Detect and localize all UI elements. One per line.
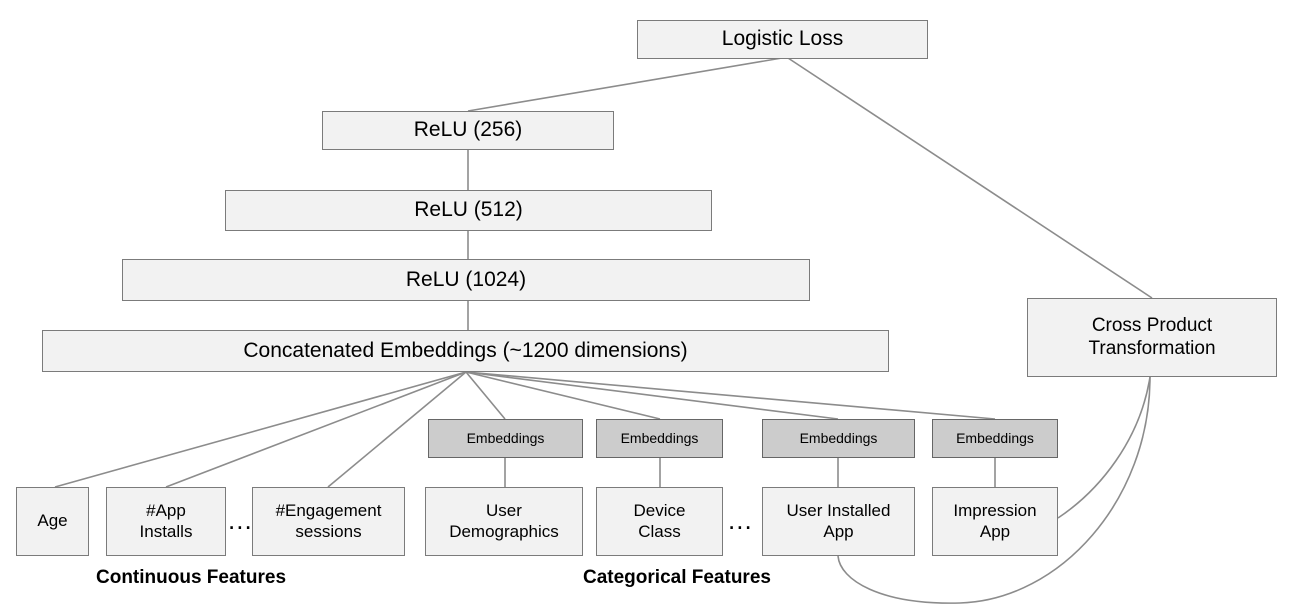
edge-concat-to-appinstalls: [165, 371, 467, 488]
node-feature-user-demographics-label: User Demographics: [449, 501, 559, 541]
node-feature-user-installed-app-label: User Installed App: [786, 501, 891, 541]
ellipsis-continuous: ...: [228, 505, 253, 535]
node-concatenated-embeddings[interactable]: Concatenated Embeddings (~1200 dimension…: [42, 330, 889, 372]
node-feature-app-installs[interactable]: #App Installs: [106, 487, 226, 556]
node-feature-user-demographics[interactable]: User Demographics: [425, 487, 583, 556]
node-feature-age-label: Age: [37, 511, 68, 531]
node-cross-product-transformation-label: Cross Product Transformation: [1088, 315, 1216, 359]
node-feature-impression-app[interactable]: Impression App: [932, 487, 1058, 556]
node-concatenated-embeddings-label: Concatenated Embeddings (~1200 dimension…: [243, 338, 688, 362]
group-label-continuous-features: Continuous Features: [96, 567, 287, 588]
node-embeddings-2[interactable]: Embeddings: [596, 419, 723, 458]
edge-concat-to-embedding-1: [465, 371, 506, 420]
node-feature-device-class[interactable]: Device Class: [596, 487, 723, 556]
node-relu-1024[interactable]: ReLU (1024): [122, 259, 810, 301]
node-feature-impression-app-label: Impression App: [953, 501, 1037, 541]
node-relu-256[interactable]: ReLU (256): [322, 111, 614, 150]
node-feature-engagement-sessions-label: #Engagement sessions: [275, 501, 382, 541]
edge-loss-to-relu256: [467, 57, 783, 112]
ellipsis-categorical: ...: [728, 505, 753, 535]
node-feature-app-installs-label: #App Installs: [139, 501, 193, 541]
node-embeddings-2-label: Embeddings: [620, 430, 699, 447]
edge-concat-to-embedding-3: [465, 371, 839, 420]
node-embeddings-3[interactable]: Embeddings: [762, 419, 915, 458]
group-label-categorical-features: Categorical Features: [583, 567, 771, 588]
edge-concat-to-embedding-4: [465, 371, 996, 420]
node-relu-512[interactable]: ReLU (512): [225, 190, 712, 231]
node-feature-age[interactable]: Age: [16, 487, 89, 556]
edge-concat-to-age: [54, 371, 467, 488]
node-logistic-loss-label: Logistic Loss: [721, 27, 844, 51]
node-embeddings-4[interactable]: Embeddings: [932, 419, 1058, 458]
node-feature-user-installed-app[interactable]: User Installed App: [762, 487, 915, 556]
node-feature-device-class-label: Device Class: [633, 501, 686, 541]
node-embeddings-4-label: Embeddings: [956, 430, 1034, 447]
node-feature-engagement-sessions[interactable]: #Engagement sessions: [252, 487, 405, 556]
edge-crossproduct-to-impressionapp: [1057, 376, 1151, 519]
node-logistic-loss[interactable]: Logistic Loss: [637, 20, 928, 59]
node-embeddings-1[interactable]: Embeddings: [428, 419, 583, 458]
node-relu-1024-label: ReLU (1024): [405, 267, 527, 291]
node-relu-256-label: ReLU (256): [413, 118, 523, 142]
edge-concat-to-embedding-2: [465, 371, 661, 420]
node-embeddings-3-label: Embeddings: [799, 430, 878, 447]
edge-loss-to-crossproduct: [787, 57, 1153, 299]
node-embeddings-1-label: Embeddings: [466, 430, 545, 447]
node-cross-product-transformation[interactable]: Cross Product Transformation: [1027, 298, 1277, 377]
node-relu-512-label: ReLU (512): [414, 198, 523, 222]
